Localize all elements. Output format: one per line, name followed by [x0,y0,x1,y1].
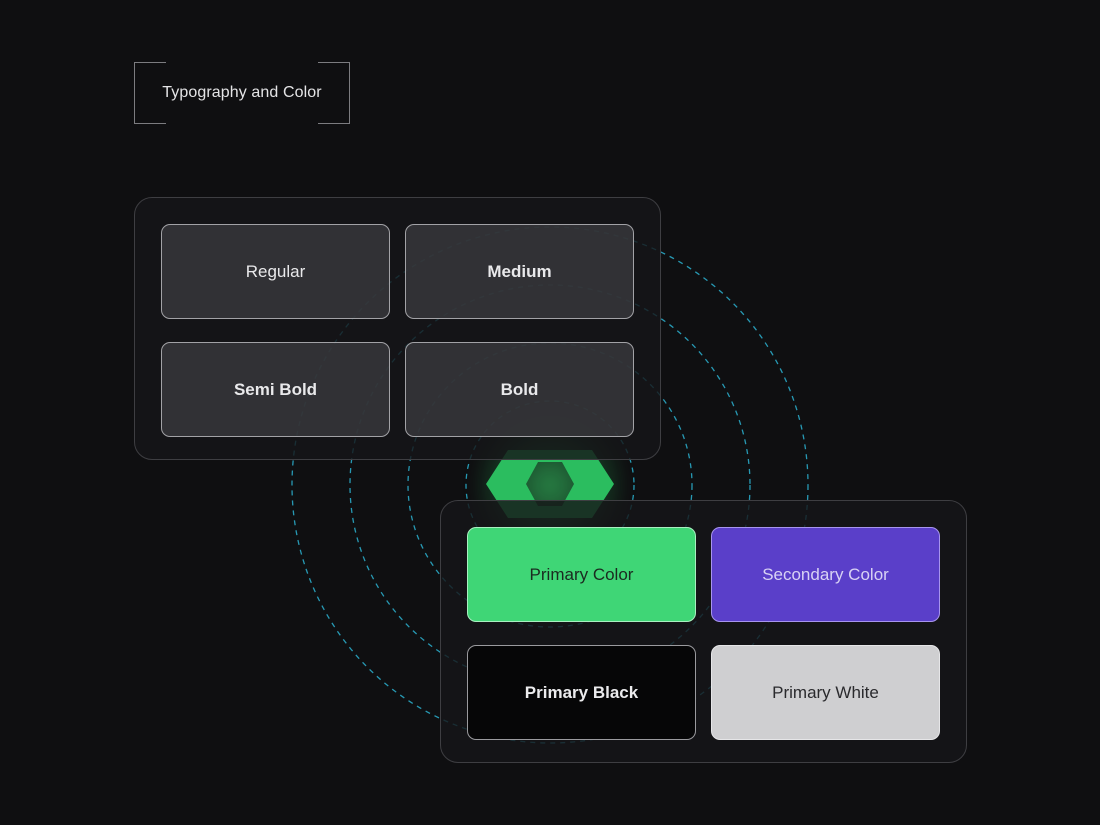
typography-panel: Regular Medium Semi Bold Bold [134,197,661,460]
weight-label: Bold [500,379,539,399]
swatch-label: Primary White [772,682,879,702]
weight-card-semi-bold[interactable]: Semi Bold [161,342,390,437]
ring-4 [291,226,809,744]
swatch-secondary-color[interactable]: Secondary Color [711,527,940,622]
swatch-primary-white[interactable]: Primary White [711,645,940,740]
weight-card-bold[interactable]: Bold [405,342,634,437]
right-bracket [318,62,350,124]
swatch-primary-black[interactable]: Primary Black [467,645,696,740]
color-panel: Primary Color Secondary Color Primary Bl… [440,500,967,763]
weight-card-regular[interactable]: Regular [161,224,390,319]
left-bracket [134,62,166,124]
section-title-tag: Typography and Color [134,62,350,124]
weight-label: Regular [245,261,306,281]
weight-label: Semi Bold [233,379,318,399]
swatch-label: Secondary Color [762,564,889,584]
weight-card-medium[interactable]: Medium [405,224,634,319]
swatch-primary-color[interactable]: Primary Color [467,527,696,622]
swatch-label: Primary Color [529,564,634,584]
swatch-label: Primary Black [524,682,639,702]
section-title: Typography and Color [162,84,322,101]
weight-label: Medium [487,261,552,281]
